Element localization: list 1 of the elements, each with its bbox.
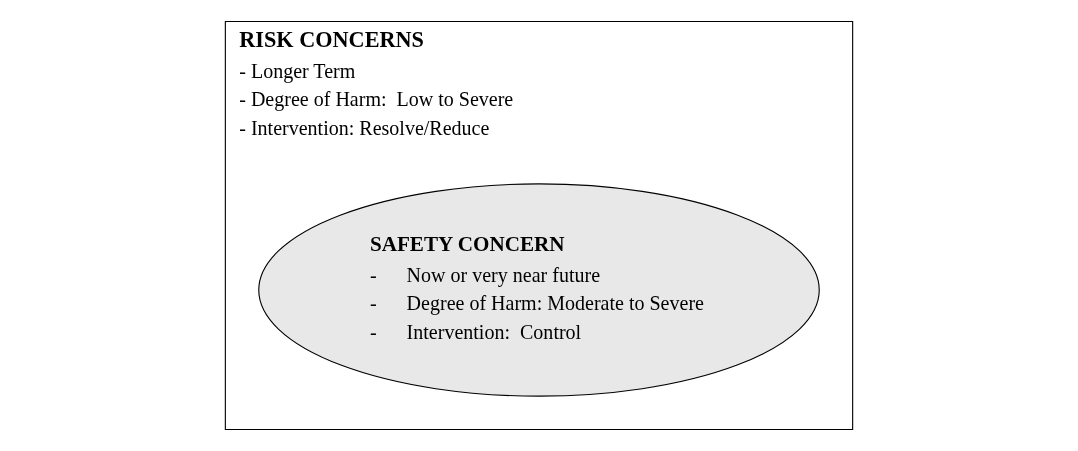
node-ellipse: SAFETY CONCERN - Now or very near future - Degree of Harm: Moderate to Severe - Intervention: Control: [258, 183, 820, 397]
